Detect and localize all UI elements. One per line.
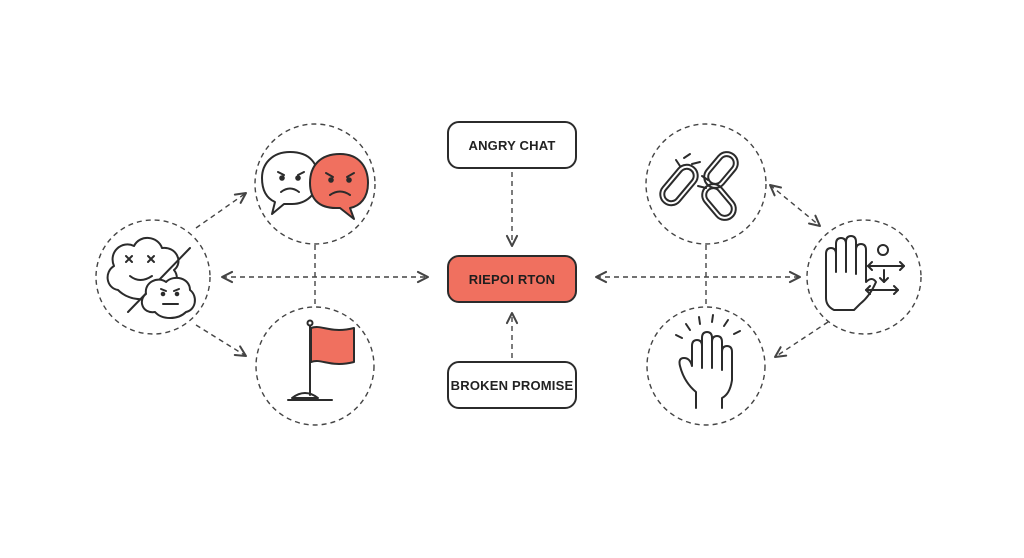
hand-with-arrows-icon — [825, 235, 905, 311]
central-report-box: RIEPOI RTON — [447, 255, 577, 303]
node-circle-left-outer — [95, 219, 211, 335]
connector-left-outer-to-bottom — [195, 324, 248, 358]
mood-swing-icon — [106, 237, 196, 319]
connector-right-outer-to-bottom — [773, 321, 829, 359]
angry-chat-box: ANGRY CHAT — [447, 121, 577, 169]
red-flag-icon — [287, 319, 355, 401]
node-circle-left-bottom — [255, 306, 375, 426]
node-circle-right-bottom — [646, 306, 766, 426]
angry-chat-bubbles-icon — [261, 151, 369, 220]
connector-right-top-to-outer — [768, 183, 822, 228]
broken-chain-icon — [659, 151, 739, 221]
broken-promise-box: BROKEN PROMISE — [447, 361, 577, 409]
connector-left-outer-to-top — [195, 191, 248, 229]
node-circle-right-outer — [806, 219, 922, 335]
raised-hand-icon — [675, 314, 741, 409]
